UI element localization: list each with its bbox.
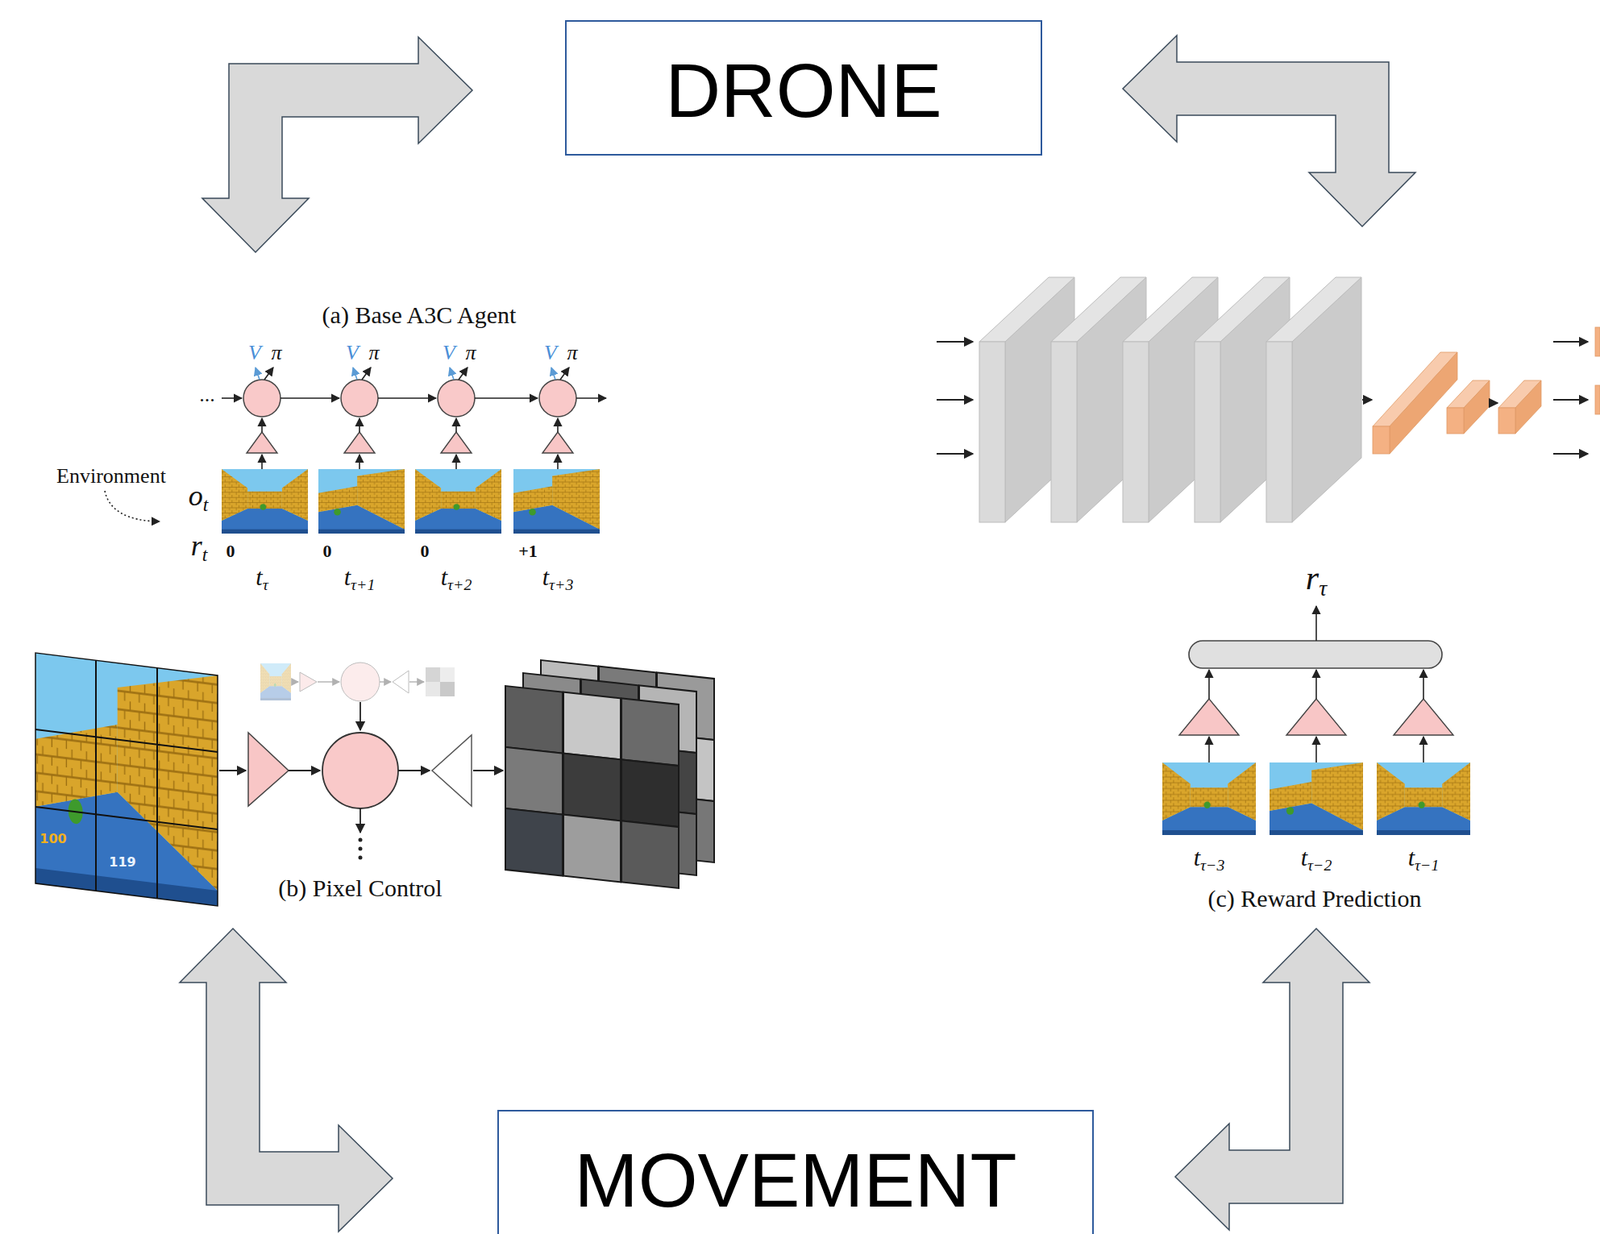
a3c-figure	[104, 367, 607, 534]
figure-label: 100	[39, 832, 67, 846]
figure-caption: (c) Reward Prediction	[1208, 885, 1422, 914]
value-arrows	[255, 367, 556, 380]
block-arrow	[1122, 35, 1416, 227]
game-frame	[1269, 762, 1364, 836]
figure-label: tτ+2	[440, 565, 473, 594]
encoder-triangle	[248, 732, 289, 807]
dense-layers	[1372, 327, 1600, 454]
label-main: r	[191, 529, 203, 562]
reward-bar	[1188, 640, 1443, 669]
label-subscript: τ−3	[1200, 856, 1225, 874]
figure-label: tτ	[255, 565, 268, 594]
figure-label: tτ−2	[1300, 845, 1333, 874]
figure-caption: (a) Base A3C Agent	[322, 301, 517, 330]
figure-label: tτ−1	[1408, 845, 1440, 874]
label-subscript: t	[202, 544, 208, 566]
figure-panel	[926, 274, 1596, 532]
figure-label: π	[368, 342, 379, 364]
figure-label: V	[544, 342, 557, 364]
figure-label: tτ+3	[542, 565, 574, 594]
figure-label: V	[345, 342, 359, 364]
decoder-triangle	[432, 735, 472, 807]
encoder-triangles	[246, 432, 574, 453]
figure-label: 0	[420, 542, 430, 561]
label-box: DRONE	[565, 20, 1043, 156]
label-main: o	[188, 479, 204, 512]
figure-label: ot	[188, 481, 209, 516]
label-subscript: τ−2	[1307, 856, 1332, 874]
label-subscript: τ	[1318, 575, 1327, 601]
figure-label: tτ−3	[1193, 845, 1226, 874]
encoder-triangles	[1179, 698, 1454, 736]
label-subscript: τ−1	[1414, 856, 1439, 874]
figure-label: 0	[323, 542, 333, 561]
observation-frames	[221, 469, 600, 534]
pixel-arrows	[219, 702, 503, 833]
lstm-circles	[243, 379, 577, 417]
figure-label: ...	[199, 384, 216, 406]
lstm-circle	[322, 732, 399, 809]
cnn-figure	[936, 277, 1600, 523]
block-arrow	[1175, 928, 1370, 1231]
figure-label: π	[566, 342, 578, 364]
label-subscript: τ+2	[447, 575, 472, 594]
figure-label: V	[248, 342, 262, 364]
label-subscript: τ+3	[548, 575, 574, 594]
figure-label: tτ+1	[344, 565, 376, 594]
pixel-control-figure	[35, 652, 715, 906]
figure-label: rt	[191, 531, 208, 566]
node-title: MOVEMENT	[574, 1142, 1018, 1219]
figure-label: Environment	[56, 465, 167, 487]
figure-label: +1	[518, 542, 538, 561]
figure-panel: (a) Base A3C Agent	[32, 298, 621, 591]
block-arrow	[202, 37, 473, 253]
grid-frame	[35, 652, 218, 906]
figure-label: V	[442, 342, 456, 364]
cnn-arrows	[1362, 341, 1588, 454]
faded-agent	[260, 662, 455, 702]
ellipsis-dots	[358, 838, 363, 861]
node-title: DRONE	[664, 52, 942, 129]
block-arrow	[179, 928, 393, 1232]
label-main: t	[255, 563, 262, 591]
reward-arrows	[1209, 606, 1424, 763]
grid-stack	[505, 660, 715, 889]
figure-label: π	[270, 342, 282, 364]
label-main: t	[1193, 843, 1201, 871]
reward-figure	[1162, 606, 1471, 836]
figure-label: 119	[108, 856, 136, 869]
input-arrows	[936, 341, 973, 454]
label-main: r	[1305, 559, 1319, 597]
game-frame	[318, 469, 405, 534]
label-main: t	[542, 563, 549, 591]
label-main: t	[1408, 843, 1415, 871]
conv-layers	[979, 277, 1362, 523]
game-frame	[1376, 762, 1471, 836]
label-subscript: τ+1	[350, 575, 375, 594]
figure-label: rτ	[1305, 561, 1327, 600]
label-main: t	[1300, 843, 1308, 871]
label-main: t	[344, 563, 351, 591]
figure-label: π	[465, 342, 476, 364]
figure-panel: (b) Pixel Control	[32, 644, 726, 911]
label-subscript: t	[203, 494, 209, 516]
game-frame	[221, 469, 308, 534]
label-subscript: τ	[262, 575, 269, 594]
flow-arrows	[104, 367, 607, 522]
game-frame	[1162, 762, 1256, 836]
game-frame	[513, 469, 600, 534]
figure-panel: (c) Reward Prediction	[1144, 564, 1500, 919]
figure-label: 0	[226, 542, 236, 561]
label-box: MOVEMENT	[497, 1109, 1094, 1234]
label-main: t	[440, 563, 448, 591]
figure-caption: (b) Pixel Control	[278, 874, 442, 903]
game-frame	[415, 469, 502, 534]
